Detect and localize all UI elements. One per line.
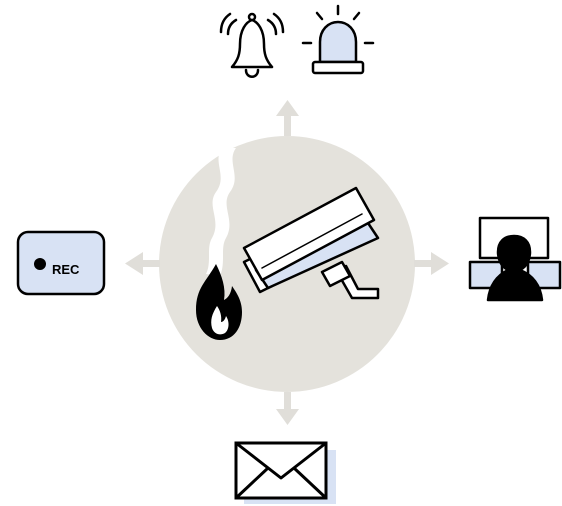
rec-label: REC: [52, 262, 80, 277]
operator-monitors-icon: [470, 218, 560, 300]
warning-beacon-icon: [303, 6, 373, 73]
arrow-right: [414, 252, 449, 275]
arrow-left: [125, 252, 160, 275]
rec-dot: [34, 258, 46, 270]
rec-recording-icon: REC: [18, 232, 104, 294]
ringing-bell-icon: [221, 14, 283, 77]
arrow-down: [276, 392, 299, 425]
arrow-up: [276, 100, 299, 136]
envelope-mail-icon: [236, 443, 336, 504]
